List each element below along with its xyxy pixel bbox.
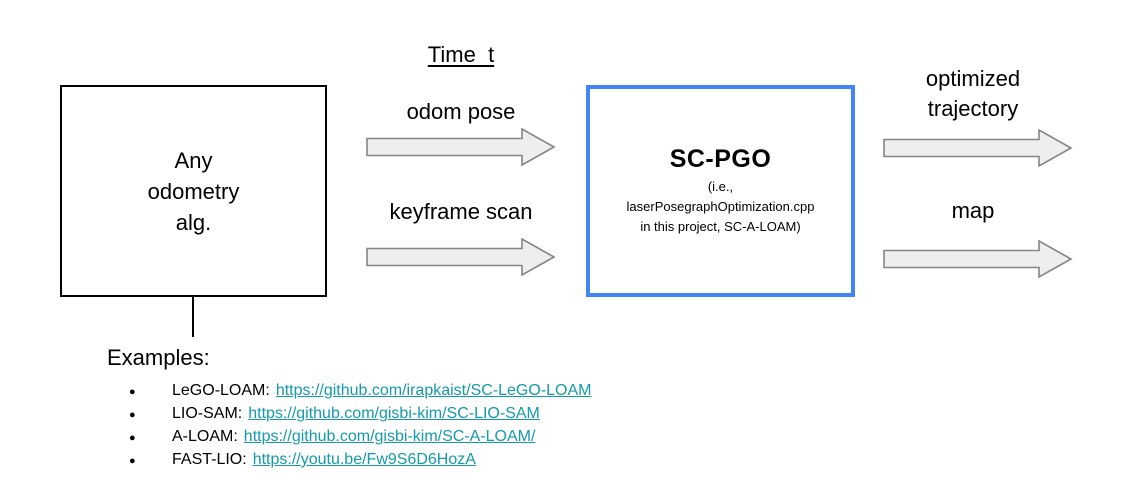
odom-pose-arrow-right-icon (366, 128, 556, 166)
odometry-box-line: Any (174, 147, 213, 173)
map-arrow-right-icon (883, 240, 1073, 278)
bullet-icon: ● (129, 455, 136, 467)
sc-pgo-box: SC-PGO (i.e., laserPosegraphOptimization… (586, 85, 855, 297)
optimized-trajectory-arrow-right-icon (883, 129, 1073, 167)
map-label: map (951, 198, 995, 223)
examples-heading: Examples: (107, 345, 210, 370)
sc-pgo-subtitle-line: laserPosegraphOptimization.cpp (626, 199, 815, 214)
example-link-fast-lio[interactable]: https://youtu.be/Fw9S6D6HozA (252, 451, 476, 468)
example-name: LIO-SAM: (172, 405, 243, 422)
example-name: FAST-LIO: (172, 451, 247, 468)
sc-pgo-subtitle-line: in this project, SC-A-LOAM) (640, 219, 801, 234)
example-link-a-loam[interactable]: https://github.com/gisbi-kim/SC-A-LOAM/ (243, 428, 536, 445)
box-to-examples-connector-line (192, 297, 194, 337)
example-link-lio-sam[interactable]: https://github.com/gisbi-kim/SC-LIO-SAM (248, 405, 540, 422)
examples-section: Examples: ● LeGO-LOAM: https://github.co… (107, 345, 591, 472)
example-name: A-LOAM: (172, 428, 238, 445)
list-item: ● FAST-LIO: https://youtu.be/Fw9S6D6HozA (129, 449, 591, 472)
bullet-icon: ● (129, 386, 136, 398)
odometry-box-text: Any odometry alg. (148, 145, 240, 238)
keyframe-scan-label: keyframe scan (389, 199, 533, 224)
bullet-icon: ● (129, 432, 136, 444)
optimized-trajectory-label-line: trajectory (927, 96, 1019, 121)
time-step-label: Time_t (427, 42, 495, 67)
list-item: ● LeGO-LOAM: https://github.com/irapkais… (129, 380, 591, 403)
example-link-lego-loam[interactable]: https://github.com/irapkaist/SC-LeGO-LOA… (275, 382, 592, 399)
odometry-box: Any odometry alg. (60, 85, 327, 297)
odometry-box-line: odometry (147, 178, 240, 204)
bullet-icon: ● (129, 409, 136, 421)
list-item: ● A-LOAM: https://github.com/gisbi-kim/S… (129, 426, 591, 449)
list-item: ● LIO-SAM: https://github.com/gisbi-kim/… (129, 403, 591, 426)
optimized-trajectory-label: optimized trajectory (878, 64, 1068, 124)
odom-pose-label: odom pose (406, 99, 516, 124)
sc-pgo-subtitle-line: (i.e., (707, 179, 734, 194)
example-name: LeGO-LOAM: (172, 382, 270, 399)
odometry-box-line: alg. (175, 209, 212, 235)
keyframe-scan-arrow-right-icon (366, 238, 556, 276)
sc-pgo-title: SC-PGO (669, 145, 772, 173)
optimized-trajectory-label-line: optimized (925, 66, 1021, 91)
